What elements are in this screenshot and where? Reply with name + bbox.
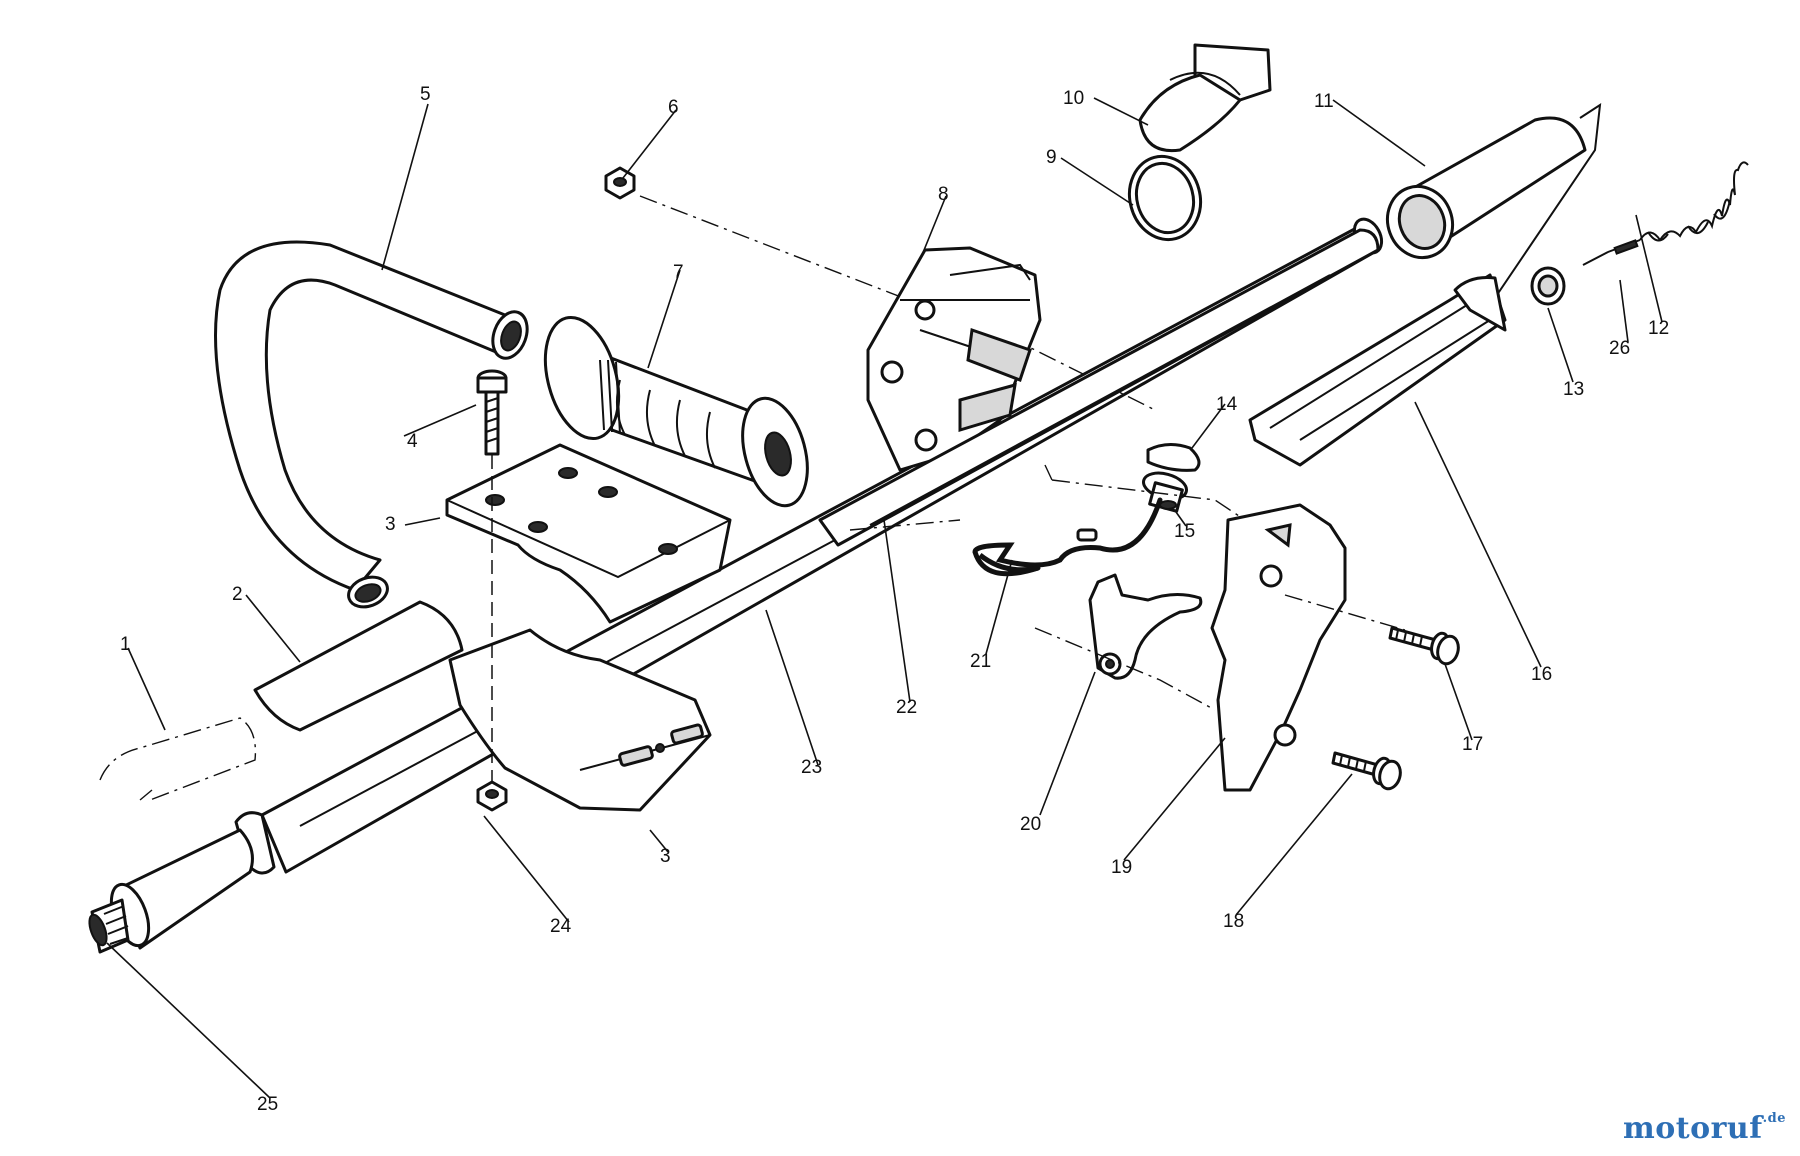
callout-14: 14 [1216, 394, 1238, 415]
callout-26: 26 [1609, 338, 1630, 359]
callout-22: 22 [896, 697, 917, 718]
watermark-name: motoruf [1622, 1111, 1763, 1146]
callout-19: 19 [1111, 857, 1132, 878]
callout-16: 16 [1531, 664, 1552, 685]
callout-15: 15 [1174, 521, 1195, 542]
callout-18: 18 [1223, 911, 1244, 932]
clamp-lower [448, 628, 712, 812]
callout-13: 13 [1563, 379, 1584, 400]
cable-wire [1582, 239, 1641, 266]
shaft-coupling [88, 811, 276, 954]
callout-11: 11 [1314, 91, 1334, 112]
throttle-housing-left [866, 246, 1042, 472]
callout-21: 21 [970, 651, 991, 672]
handle-sleeves [99, 600, 464, 801]
screw-lower [1331, 751, 1402, 791]
callout-4: 4 [407, 431, 418, 452]
spring [1639, 161, 1749, 242]
callout-3-upper: 3 [385, 514, 396, 535]
callout-5: 5 [420, 84, 431, 105]
callout-9: 9 [1046, 147, 1057, 168]
site-watermark: motoruf.de [1623, 1111, 1786, 1146]
watermark-suffix: .de [1762, 1111, 1786, 1126]
bolt [476, 369, 508, 456]
grip [543, 315, 809, 508]
leader-lines [106, 97, 1663, 1099]
callout-labels: 1 2 3 3 4 5 6 7 8 9 10 11 12 13 14 15 16… [120, 84, 1669, 1115]
callout-2: 2 [232, 584, 243, 605]
trigger [1088, 573, 1203, 680]
trigger-axis-line [1034, 627, 1216, 711]
callout-25: 25 [257, 1094, 278, 1115]
upper-shaft-sleeve [818, 228, 1380, 547]
callout-20: 20 [1020, 814, 1041, 835]
nut [476, 780, 508, 812]
callout-24: 24 [550, 916, 572, 937]
callout-10: 10 [1063, 88, 1084, 109]
callout-3-lower: 3 [660, 846, 671, 867]
callout-23: 23 [801, 757, 822, 778]
loop-handle [214, 240, 529, 609]
callout-6: 6 [668, 97, 679, 118]
callout-12: 12 [1648, 318, 1669, 339]
wire [972, 497, 1163, 577]
strap-hook [1138, 43, 1272, 153]
callout-7: 7 [673, 262, 684, 283]
screw-axis-line [1284, 594, 1406, 631]
callout-1: 1 [120, 634, 131, 655]
screw-upper [1388, 626, 1460, 666]
cable-tray [1248, 273, 1507, 467]
wire-axis-line [1044, 464, 1246, 521]
tube-sleeve [1386, 103, 1602, 321]
clamp-upper [445, 443, 732, 624]
callout-17: 17 [1462, 734, 1483, 755]
callout-8: 8 [938, 184, 949, 205]
nut-top [604, 166, 636, 200]
spacer [1530, 266, 1566, 306]
ring [1127, 154, 1203, 242]
throttle-housing-right [1210, 503, 1347, 792]
button-cap [1146, 443, 1201, 472]
grommet [1142, 471, 1188, 513]
